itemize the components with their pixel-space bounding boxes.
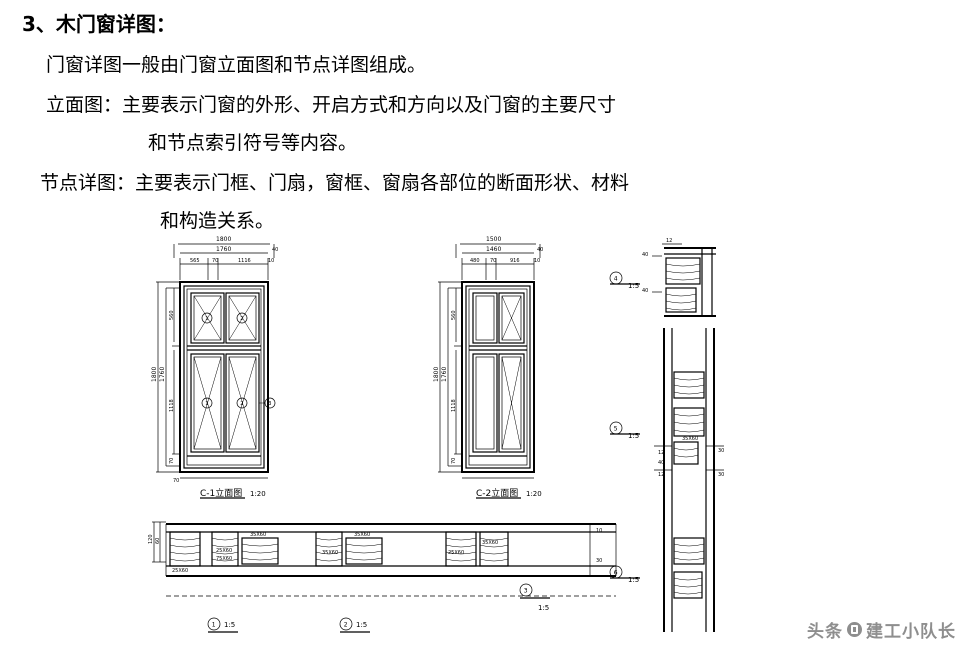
paragraph-1: 门窗详图一般由门窗立面图和节点详图组成。 — [46, 54, 427, 76]
svg-text:2: 2 — [344, 622, 348, 629]
watermark-prefix: 头条 — [807, 622, 843, 642]
svg-text:1460: 1460 — [486, 246, 501, 253]
section-1: 25X60 75X60 35X60 1 1:5 — [207, 531, 279, 633]
paragraph-2: 立面图：主要表示门窗的外形、开启方式和方向以及门窗的主要尺寸 — [46, 94, 617, 116]
svg-text:10: 10 — [534, 258, 540, 264]
svg-text:1:5: 1:5 — [628, 576, 639, 584]
svg-text:565: 565 — [190, 258, 200, 264]
svg-text:25X60: 25X60 — [172, 568, 188, 574]
svg-text:12: 12 — [658, 450, 664, 456]
svg-text:560: 560 — [451, 310, 457, 320]
svg-text:2: 2 — [240, 401, 243, 407]
svg-text:1760: 1760 — [216, 246, 231, 253]
svg-text:75X60: 75X60 — [216, 556, 232, 562]
svg-text:40: 40 — [642, 252, 648, 258]
svg-text:40: 40 — [658, 460, 664, 466]
svg-text:120: 120 — [148, 534, 154, 544]
svg-text:1116: 1116 — [238, 258, 251, 264]
svg-text:916: 916 — [510, 258, 520, 264]
svg-text:1:5: 1:5 — [224, 621, 235, 629]
bottom-sections: 120 60 25X60 25X — [148, 521, 617, 633]
svg-text:10: 10 — [268, 258, 274, 264]
svg-text:30: 30 — [718, 448, 724, 454]
svg-text:70: 70 — [490, 258, 496, 264]
svg-text:3: 3 — [524, 588, 528, 595]
elevation-c2: 1500 1460 40 480 70 916 10 1800 1760 560… — [433, 236, 543, 499]
svg-text:60: 60 — [155, 538, 161, 544]
elevation-c2-scale: 1:20 — [526, 490, 542, 498]
svg-text:1500: 1500 — [486, 236, 501, 243]
watermark: 头条 建工小队长 — [807, 617, 956, 642]
svg-text:35X60: 35X60 — [682, 436, 698, 442]
svg-text:1800: 1800 — [433, 367, 440, 382]
svg-text:2: 2 — [240, 316, 243, 322]
svg-text:40: 40 — [642, 288, 648, 294]
svg-text:4: 4 — [614, 276, 618, 283]
svg-text:25X60: 25X60 — [448, 550, 464, 556]
svg-text:1:5: 1:5 — [628, 282, 639, 290]
elevation-c2-title: C-2立面图 — [476, 487, 518, 499]
svg-text:1800: 1800 — [216, 236, 231, 243]
svg-text:70: 70 — [212, 258, 218, 264]
watermark-logo-icon — [847, 622, 862, 637]
svg-text:1:5: 1:5 — [356, 621, 367, 629]
svg-text:35X60: 35X60 — [250, 532, 266, 538]
section-2: 35X60 35X60 2 1:5 — [315, 531, 383, 633]
svg-text:12: 12 — [666, 238, 672, 244]
svg-text:40: 40 — [272, 247, 278, 253]
svg-text:40: 40 — [537, 247, 543, 253]
svg-text:480: 480 — [470, 258, 480, 264]
svg-text:1: 1 — [212, 622, 216, 629]
svg-text:35X60: 35X60 — [354, 532, 370, 538]
svg-text:6: 6 — [614, 570, 618, 577]
svg-text:30: 30 — [718, 472, 724, 478]
section-6: 6 1:5 — [609, 537, 705, 599]
page-title: 3、木门窗详图： — [22, 12, 176, 36]
svg-text:70: 70 — [169, 458, 175, 464]
svg-text:35X60: 35X60 — [322, 550, 338, 556]
svg-text:10: 10 — [596, 528, 602, 534]
section-4: 12 40 40 4 1:5 — [609, 238, 716, 317]
svg-text:1760: 1760 — [441, 367, 448, 382]
svg-text:1800: 1800 — [151, 367, 158, 382]
svg-text:12: 12 — [658, 472, 664, 478]
svg-text:560: 560 — [169, 310, 175, 320]
svg-text:1118: 1118 — [451, 399, 457, 412]
section-5: 35X60 12 40 12 30 30 5 1:5 — [609, 371, 724, 478]
svg-text:3: 3 — [268, 401, 271, 407]
right-sections: 12 40 40 4 1:5 — [609, 238, 724, 632]
svg-text:5: 5 — [614, 426, 618, 433]
elevation-c1: 1800 1760 40 565 70 1116 10 1800 1760 56… — [151, 236, 278, 499]
svg-text:1118: 1118 — [169, 399, 175, 412]
elevation-c1-title: C-1立面图 — [200, 487, 242, 499]
paragraph-5: 和构造关系。 — [160, 210, 275, 232]
svg-text:30: 30 — [596, 558, 602, 564]
svg-text:1: 1 — [205, 401, 208, 407]
section-3: 25X60 35X60 3 1:5 — [445, 531, 550, 612]
svg-text:70: 70 — [173, 478, 179, 484]
watermark-name: 建工小队长 — [866, 622, 956, 642]
svg-text:1: 1 — [205, 316, 208, 322]
svg-text:1:5: 1:5 — [628, 432, 639, 440]
svg-text:35X60: 35X60 — [482, 540, 498, 546]
svg-text:25X60: 25X60 — [216, 548, 232, 554]
svg-text:1:5: 1:5 — [538, 604, 549, 612]
elevation-c1-scale: 1:20 — [250, 490, 266, 498]
paragraph-4: 节点详图：主要表示门框、门扇，窗框、窗扇各部位的断面形状、材料 — [40, 172, 630, 194]
paragraph-3: 和节点索引符号等内容。 — [148, 132, 358, 154]
svg-text:70: 70 — [451, 458, 457, 464]
technical-drawing: .ln{stroke:#000;fill:none;} .t{stroke:#0… — [146, 232, 830, 652]
svg-text:1760: 1760 — [159, 367, 166, 382]
